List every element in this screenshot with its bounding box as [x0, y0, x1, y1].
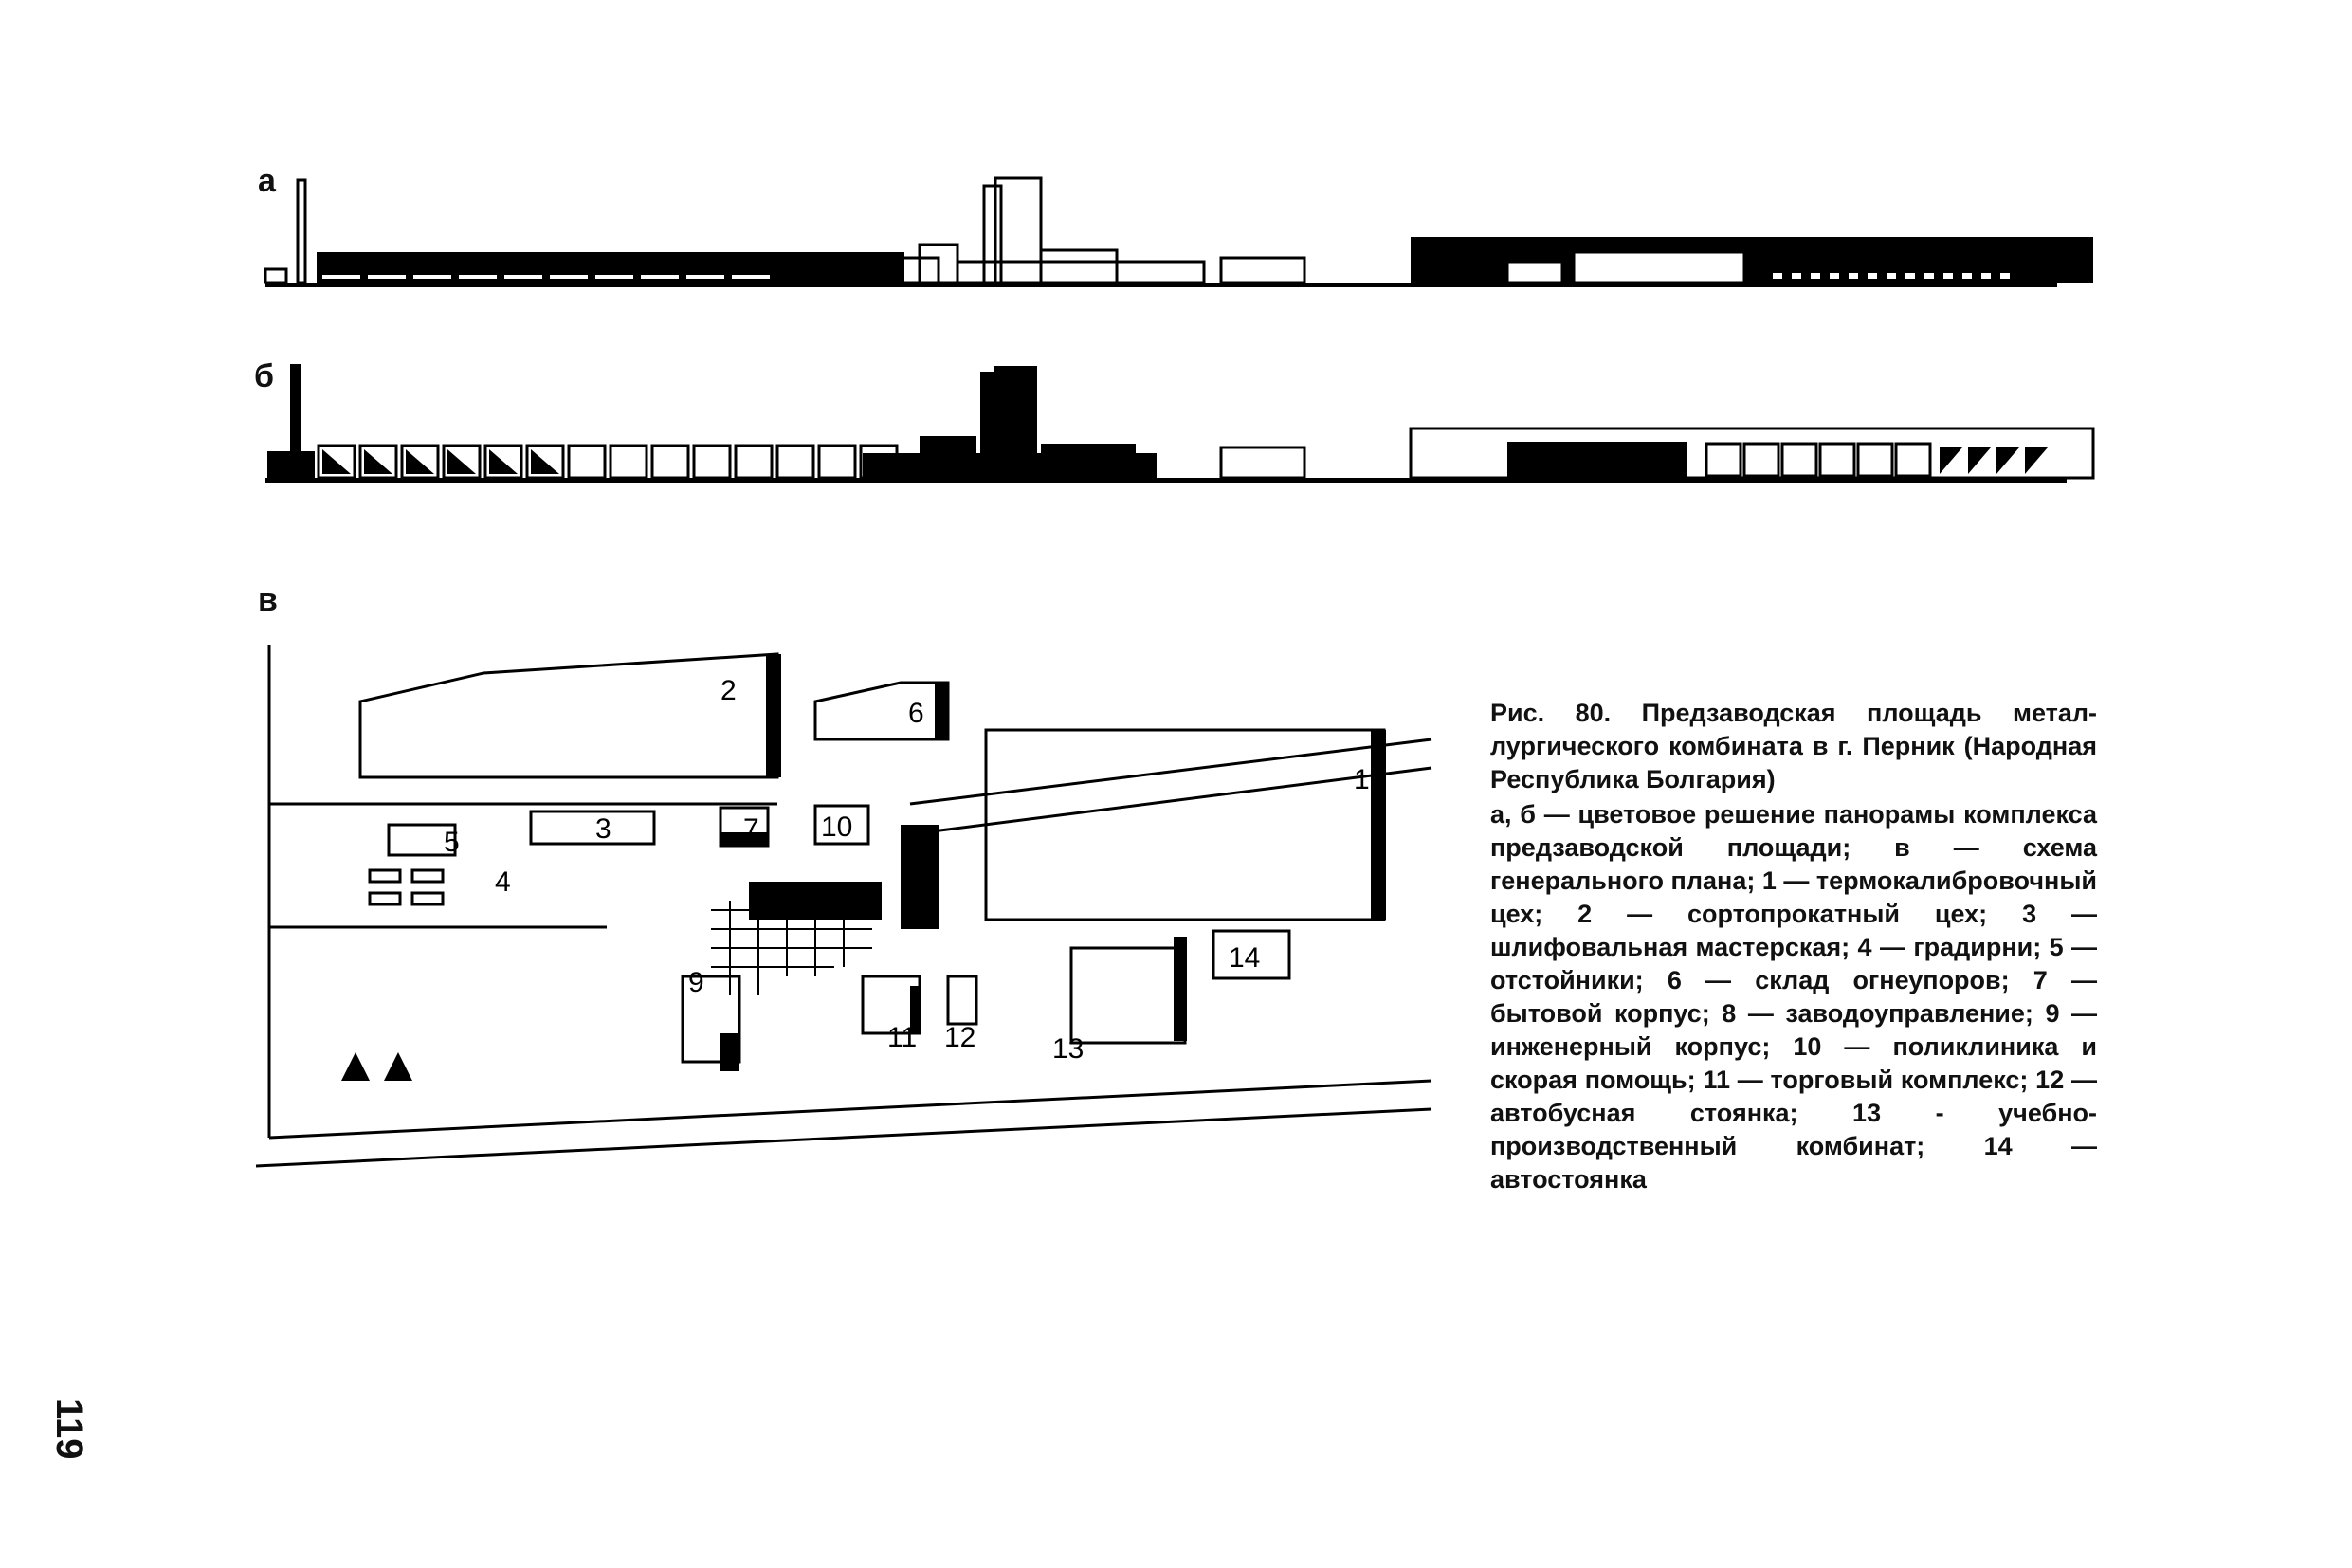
plan-label-8: 8: [766, 885, 782, 917]
plan-label-2: 2: [720, 675, 737, 706]
plan-label-5: 5: [444, 827, 460, 858]
page-number: 119: [48, 1398, 90, 1460]
plan-label-1: 1: [1354, 764, 1370, 795]
plan-label-3: 3: [595, 813, 611, 845]
plan-label-7: 7: [743, 813, 759, 845]
plan-label-11: 11: [887, 1022, 917, 1053]
plan-label-4: 4: [495, 866, 511, 898]
panorama-b: [265, 364, 2095, 483]
caption-legend: а, б — цветовое решение панорамы комплек…: [1490, 800, 2097, 1194]
site-plan: 2 6 1 3 5 4 7 10 8 9 11 12 13 14: [255, 645, 1432, 1168]
caption-title: Рис. 80. Предзаводская площадь метал-лур…: [1490, 699, 2097, 793]
plan-label-13: 13: [1052, 1033, 1084, 1065]
figure-caption: Рис. 80. Предзаводская площадь метал-лур…: [1490, 697, 2097, 1196]
plan-label-14: 14: [1229, 942, 1260, 974]
plan-label-10: 10: [821, 811, 852, 843]
plan-label-12: 12: [944, 1022, 975, 1053]
panorama-a: [264, 176, 2093, 287]
plan-label-6: 6: [908, 698, 924, 729]
plan-label-9: 9: [688, 967, 704, 998]
panel-label-a: а: [258, 163, 276, 199]
panel-label-b: б: [254, 358, 275, 394]
panel-label-v: в: [258, 582, 278, 618]
